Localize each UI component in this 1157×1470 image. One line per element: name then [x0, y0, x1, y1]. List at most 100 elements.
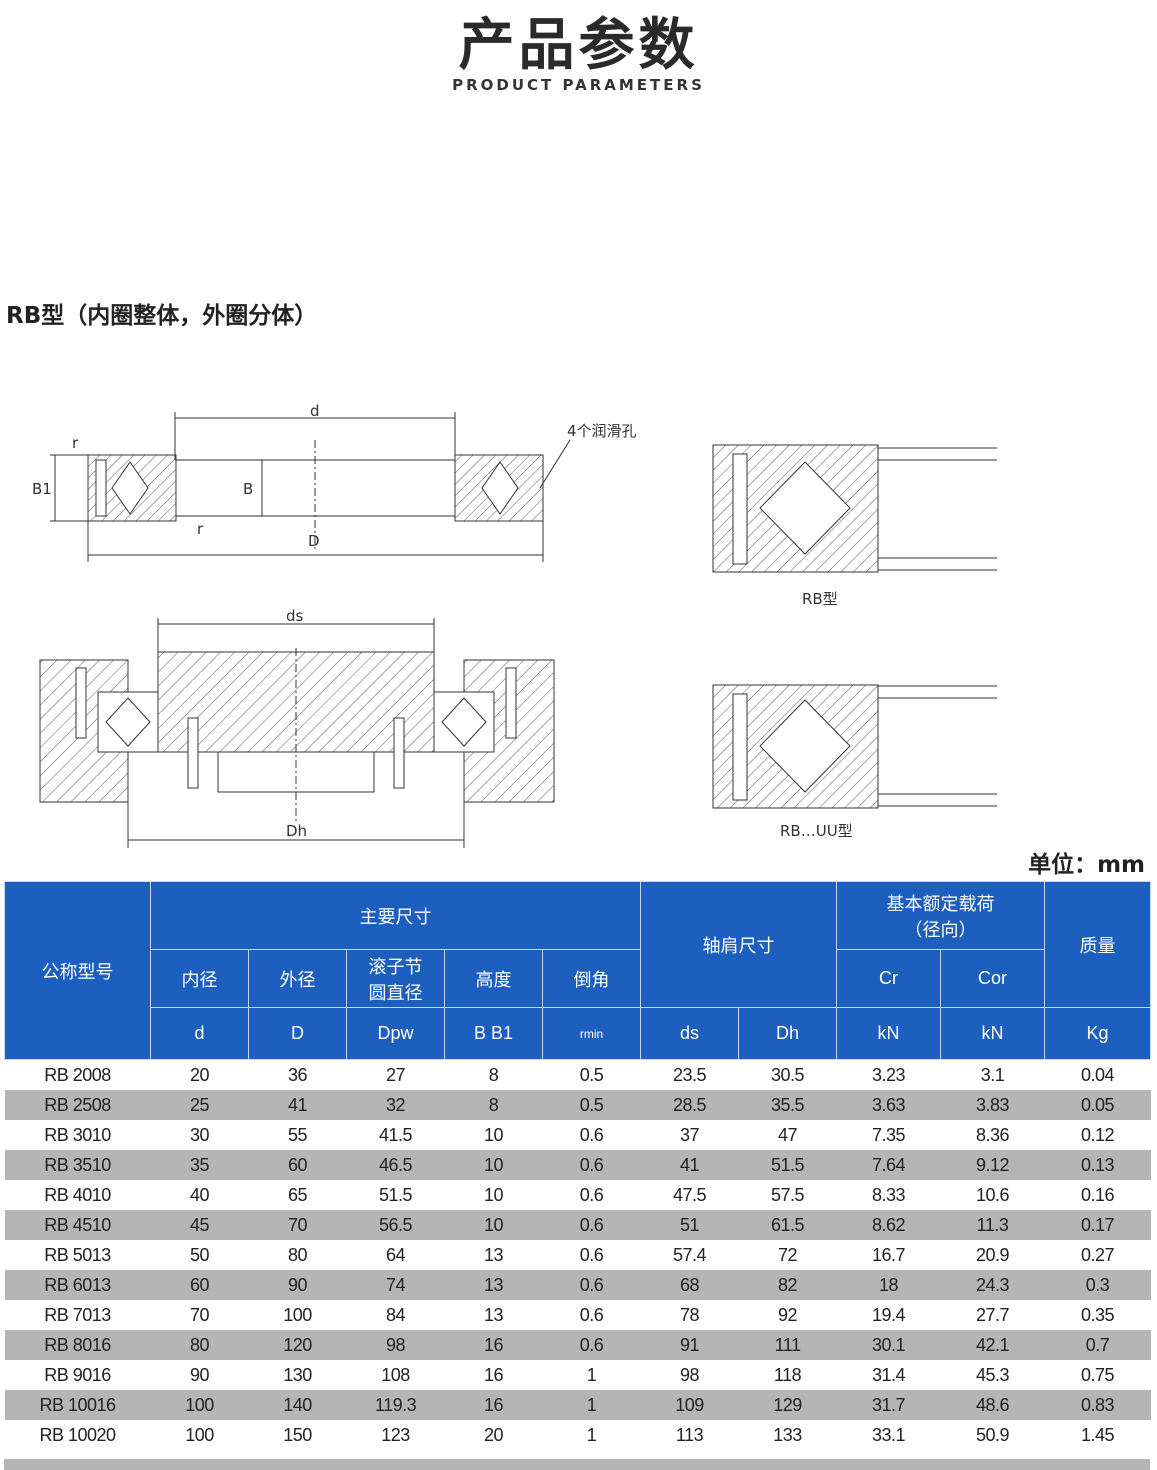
table-cell: 0.04	[1081, 1064, 1115, 1085]
table-cell: 1	[586, 1424, 597, 1445]
table-cell: 46.5	[346, 1150, 445, 1180]
table-cell: 27	[385, 1064, 406, 1085]
table-cell: 0.6	[542, 1210, 641, 1240]
table-cell: RB 10016	[4, 1390, 151, 1420]
label-ds: ds	[286, 607, 304, 625]
sym-ds: ds	[640, 1007, 740, 1060]
table-cell: RB 2008	[44, 1064, 111, 1085]
table-cell: 61.5	[738, 1210, 837, 1240]
table-cell: 10.6	[976, 1184, 1010, 1205]
mounting-drawing	[39, 618, 555, 848]
table-cell: 0.83	[1044, 1390, 1151, 1420]
col-cor: Cor	[940, 949, 1046, 1008]
table-cell: 3.23	[872, 1064, 906, 1085]
table-cell: 10	[483, 1124, 504, 1145]
table-cell: 0.3	[1044, 1270, 1151, 1300]
table-cell: 0.6	[579, 1124, 604, 1145]
table-cell: 60	[150, 1270, 249, 1300]
table-cell: 100	[283, 1304, 312, 1325]
table-cell: 37	[680, 1124, 700, 1145]
label-r-top: r	[72, 434, 79, 452]
table-cell: 92	[778, 1304, 798, 1325]
sym-dpw: Dpw	[346, 1007, 445, 1060]
col-roller: 滚子节 圆直径	[346, 949, 445, 1008]
table-cell: 31.4	[872, 1364, 906, 1385]
bearing-section-drawing	[50, 412, 571, 562]
spec-table: 公称型号 主要尺寸 轴肩尺寸 基本额定载荷 （径向） 质量 内径 外径 滚子节 …	[4, 881, 1152, 1451]
table-cell: 27.7	[976, 1304, 1010, 1325]
table-cell: 8.33	[872, 1184, 906, 1205]
table-cell: 1	[586, 1364, 597, 1385]
table-cell: 9.12	[940, 1150, 1045, 1180]
table-cell: 119.3	[346, 1390, 445, 1420]
col-main-dims: 主要尺寸	[149, 881, 642, 950]
table-cell: 45	[150, 1210, 249, 1240]
table-cell: 118	[773, 1364, 802, 1385]
table-cell: 47	[778, 1124, 798, 1145]
label-d: d	[310, 402, 320, 420]
table-cell: 130	[283, 1364, 312, 1385]
table-cell: 60	[248, 1150, 347, 1180]
table-cell: 100	[150, 1390, 249, 1420]
table-cell: 35	[150, 1150, 249, 1180]
table-cell: 8.36	[976, 1124, 1010, 1145]
table-cell: 65	[287, 1184, 308, 1205]
table-cell: 111	[738, 1330, 837, 1360]
table-cell: 20	[483, 1424, 504, 1445]
table-cell: 45.3	[976, 1364, 1010, 1385]
table-cell: 10	[444, 1210, 543, 1240]
table-cell: 0.7	[1044, 1330, 1151, 1360]
table-cell: 16	[444, 1330, 543, 1360]
table-cell: 74	[346, 1270, 445, 1300]
table-cell: 18	[836, 1270, 941, 1300]
rbuu-type-drawing	[712, 684, 997, 809]
label-B1: B1	[32, 480, 52, 498]
table-cell: 0.5	[579, 1064, 604, 1085]
sym-d: d	[150, 1007, 249, 1060]
table-cell: 64	[385, 1244, 406, 1265]
col-cr: Cr	[836, 949, 942, 1008]
table-cell: 133	[773, 1424, 802, 1445]
table-cell: 84	[385, 1304, 406, 1325]
table-cell: 50	[189, 1244, 210, 1265]
table-cell: 0.13	[1044, 1150, 1151, 1180]
table-cell: 68	[640, 1270, 739, 1300]
table-cell: 82	[738, 1270, 837, 1300]
table-cell: 57.5	[771, 1184, 805, 1205]
table-cell: 33.1	[872, 1424, 906, 1445]
table-cell: 123	[381, 1424, 410, 1445]
table-cell: 28.5	[640, 1090, 739, 1120]
col-load-line1: 基本额定载荷	[886, 893, 995, 914]
table-cell: 80	[150, 1330, 249, 1360]
table-cell: RB 10020	[39, 1424, 116, 1445]
table-cell: 0.27	[1081, 1244, 1115, 1265]
table-cell: 0.5	[542, 1090, 641, 1120]
sym-D: D	[248, 1007, 347, 1060]
table-cell: 41	[640, 1150, 739, 1180]
col-model: 公称型号	[4, 881, 151, 1060]
table-cell: 30	[189, 1124, 210, 1145]
table-cell: RB 4010	[44, 1184, 111, 1205]
table-cell: 50.9	[976, 1424, 1010, 1445]
label-B: B	[243, 480, 254, 498]
table-cell: 7.35	[872, 1124, 906, 1145]
table-cell: 72	[778, 1244, 798, 1265]
table-cell: 1	[542, 1390, 641, 1420]
table-cell: 16	[483, 1364, 504, 1385]
table-cell: RB 3510	[4, 1150, 151, 1180]
table-cell: 0.6	[579, 1244, 604, 1265]
table-cell: 23.5	[673, 1064, 707, 1085]
table-cell: 0.16	[1081, 1184, 1115, 1205]
sym-rmin: rmin	[541, 1007, 642, 1060]
table-cell: 90	[189, 1364, 210, 1385]
label-D: D	[308, 532, 320, 550]
section-title: RB型（内圈整体，外圈分体）	[6, 303, 318, 329]
table-cell: 30.5	[771, 1064, 805, 1085]
col-chamfer: 倒角	[541, 949, 642, 1008]
